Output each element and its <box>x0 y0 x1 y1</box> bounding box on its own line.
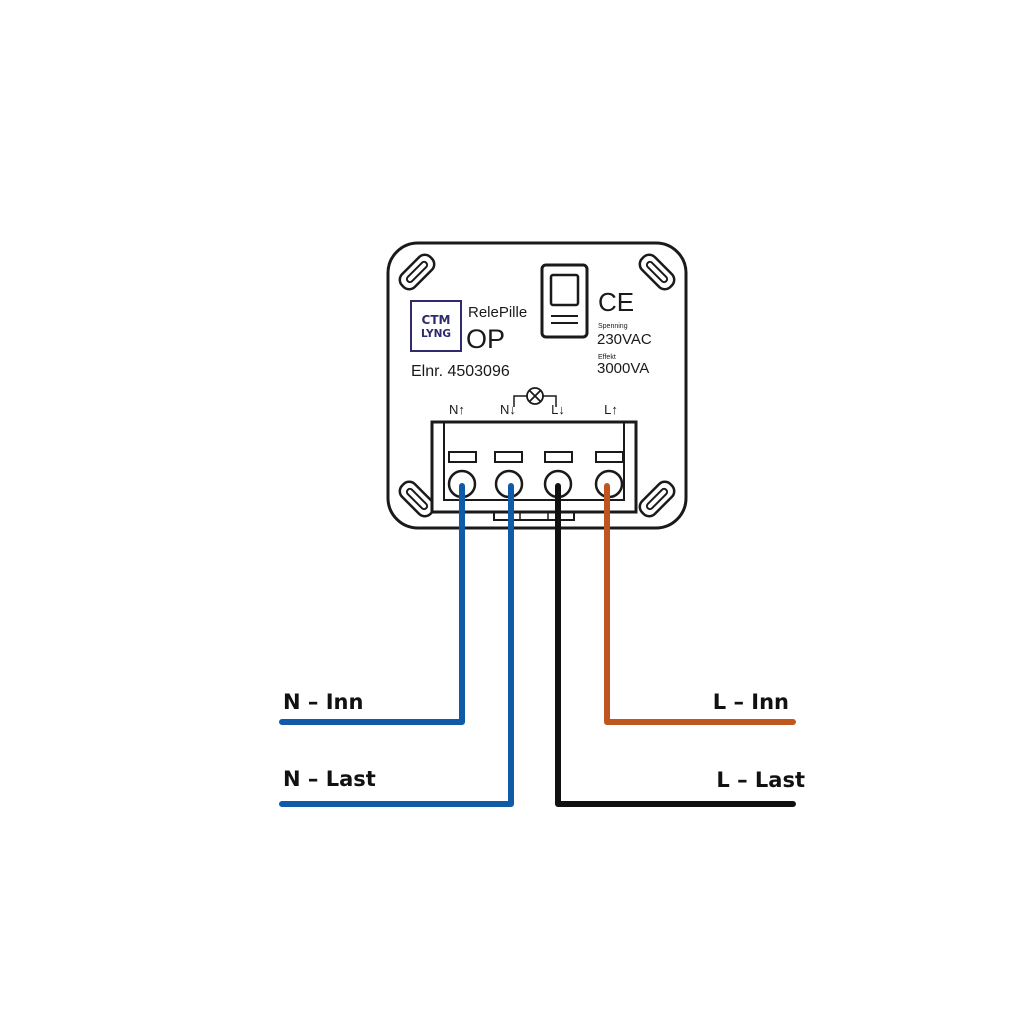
corner-clip-bottom-right <box>638 480 676 518</box>
logo-text-ctm: CTM <box>422 313 451 327</box>
wire-n-last <box>279 483 514 807</box>
voltage-value: 230VAC <box>597 331 652 348</box>
terminal-label-l-up: L↑ <box>604 402 618 417</box>
terminal-slot-4 <box>595 451 624 463</box>
ctm-lyng-logo: CTM LYNG <box>410 300 462 352</box>
wires <box>279 483 796 807</box>
voltage-label: Spenning <box>598 323 628 330</box>
power-label: Effekt <box>598 354 616 361</box>
relay-device: CTM LYNG RelePille OP Elnr. 4503096 CE S… <box>386 241 688 530</box>
label-n-inn: N – Inn <box>283 690 363 714</box>
terminal-label-n-up: N↑ <box>449 402 465 417</box>
wire-l-last <box>555 483 796 807</box>
terminal-slot-3 <box>544 451 573 463</box>
label-l-inn: L – Inn <box>713 690 789 714</box>
label-n-last: N – Last <box>283 767 376 791</box>
label-l-last: L – Last <box>716 768 805 792</box>
terminal-slot-2 <box>494 451 523 463</box>
logo-text-lyng: LYNG <box>421 328 451 340</box>
terminal-label-n-down: N↓ <box>500 402 516 417</box>
wire-n-inn <box>279 483 465 725</box>
wire-l-inn <box>604 483 796 725</box>
power-value: 3000VA <box>597 360 649 377</box>
terminal-block <box>430 420 638 521</box>
lamp-icon <box>513 387 557 407</box>
product-name: RelePille <box>468 304 527 321</box>
ce-mark: CE <box>598 287 634 317</box>
program-button <box>540 263 589 339</box>
terminal-label-l-down: L↓ <box>551 402 565 417</box>
corner-clip-top-right <box>638 253 676 291</box>
elnr-number: Elnr. 4503096 <box>411 363 510 380</box>
terminal-slot-1 <box>448 451 477 463</box>
corner-clip-top-left <box>398 253 436 291</box>
product-model: OP <box>466 324 505 354</box>
